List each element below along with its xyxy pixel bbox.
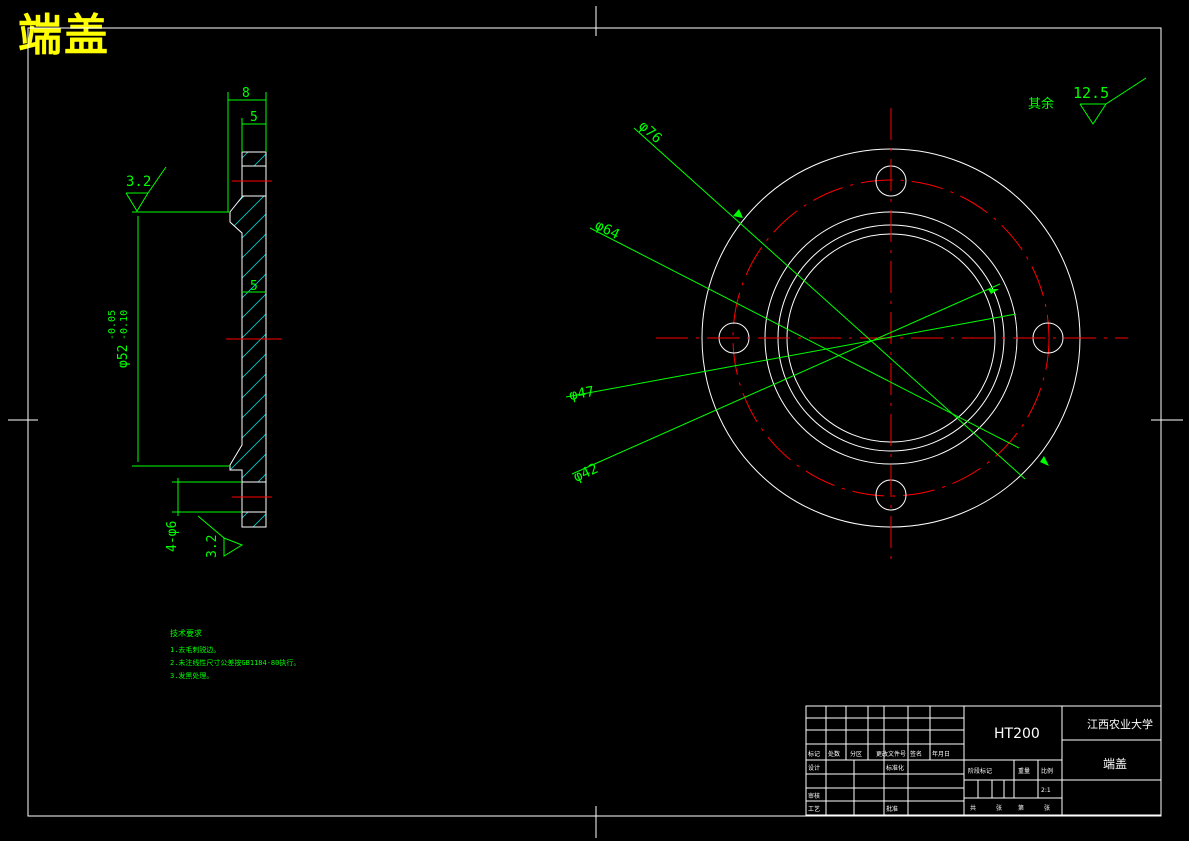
- notes-item-3: 3.发黑处理。: [170, 671, 213, 680]
- dim-d47: φ47: [568, 384, 596, 404]
- dim-holes: 4-φ6: [165, 521, 180, 552]
- dim-d42: φ42: [571, 461, 601, 486]
- dim-d64: φ64: [592, 217, 622, 243]
- tb-label-zone: 分区: [850, 750, 862, 758]
- notes-heading: 技术要求: [170, 628, 202, 638]
- drawing-title: 端盖: [18, 10, 110, 61]
- centering-marks: [8, 6, 1183, 838]
- tb-review: 审核: [808, 792, 820, 800]
- other-roughness-value: 12.5: [1073, 84, 1109, 102]
- tb-label-sign: 签名: [910, 750, 922, 758]
- tb-sheet-no: 第: [1018, 804, 1024, 812]
- scale-value: 2:1: [1041, 787, 1051, 794]
- dim-width-flange: 5: [250, 110, 258, 125]
- technical-notes: 技术要求 1.去毛刺锐边。 2.未注线性尺寸公差按GB1184-80执行。 3.…: [170, 628, 300, 680]
- tb-label-mark: 标记: [808, 750, 820, 758]
- tb-label-change: 更改文件号: [876, 750, 906, 758]
- dim-width-total: 8: [242, 86, 250, 101]
- dim-d76: φ76: [635, 118, 665, 147]
- front-view: [656, 108, 1128, 566]
- drawing-frame: [27, 27, 1162, 817]
- tb-scale-label: 比例: [1041, 767, 1053, 775]
- tb-label-date: 年月日: [932, 750, 950, 758]
- tb-standard: 标准化: [886, 764, 904, 772]
- notes-item-2: 2.未注线性尺寸公差按GB1184-80执行。: [170, 658, 300, 667]
- tb-design: 设计: [808, 764, 820, 772]
- tb-stage: 阶段标记: [968, 767, 992, 775]
- part-name: 端盖: [1103, 757, 1127, 771]
- section-dimensions: 8 5 5 φ52 -0.05 -0.10 3.2 4-φ6 3.2: [107, 86, 267, 558]
- tb-approve: 批准: [886, 805, 898, 813]
- dim-width-wall: 5: [250, 279, 258, 294]
- school-name: 江西农业大学: [1087, 717, 1153, 731]
- dim-bore: φ52: [116, 345, 131, 368]
- other-roughness-label: 其余: [1028, 96, 1054, 112]
- tb-sheet-2: 张: [1044, 804, 1050, 812]
- tb-sheet: 张: [996, 804, 1002, 812]
- other-roughness: 其余 12.5: [1028, 77, 1147, 125]
- roughness-symbol-bottom: [197, 515, 244, 557]
- material: HT200: [994, 726, 1040, 742]
- roughness-top: 3.2: [126, 174, 151, 190]
- tb-label-count: 处数: [828, 750, 840, 758]
- notes-item-1: 1.去毛刺锐边。: [170, 645, 220, 654]
- title-block: HT200 江西农业大学 端盖 2:1 标记 处数 分区 更改文件号 签名 年月…: [805, 705, 1162, 816]
- roughness-bottom: 3.2: [205, 535, 220, 558]
- tb-process: 工艺: [808, 805, 820, 813]
- tb-sheet-total: 共: [970, 804, 976, 812]
- tb-weight: 重量: [1018, 767, 1030, 775]
- dim-bore-tol-lower: -0.10: [119, 310, 130, 340]
- dim-bore-tol-upper: -0.05: [107, 310, 118, 340]
- roughness-symbol-top: [125, 166, 167, 212]
